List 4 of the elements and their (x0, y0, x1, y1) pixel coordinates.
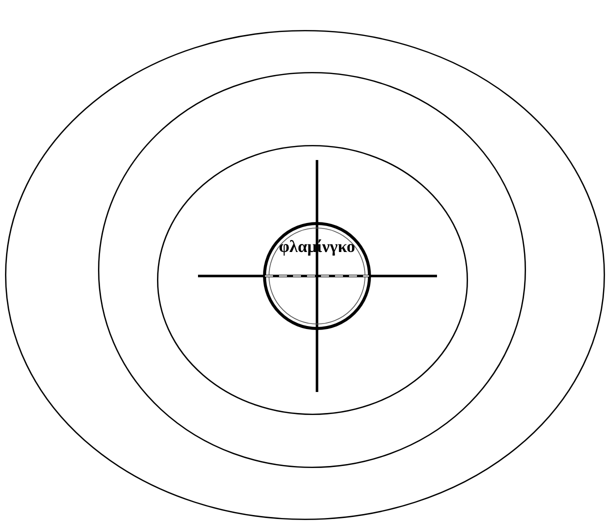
target-circle (263, 222, 371, 330)
target-ring (157, 145, 468, 415)
target-ring (5, 30, 605, 520)
target-ring (98, 72, 526, 468)
